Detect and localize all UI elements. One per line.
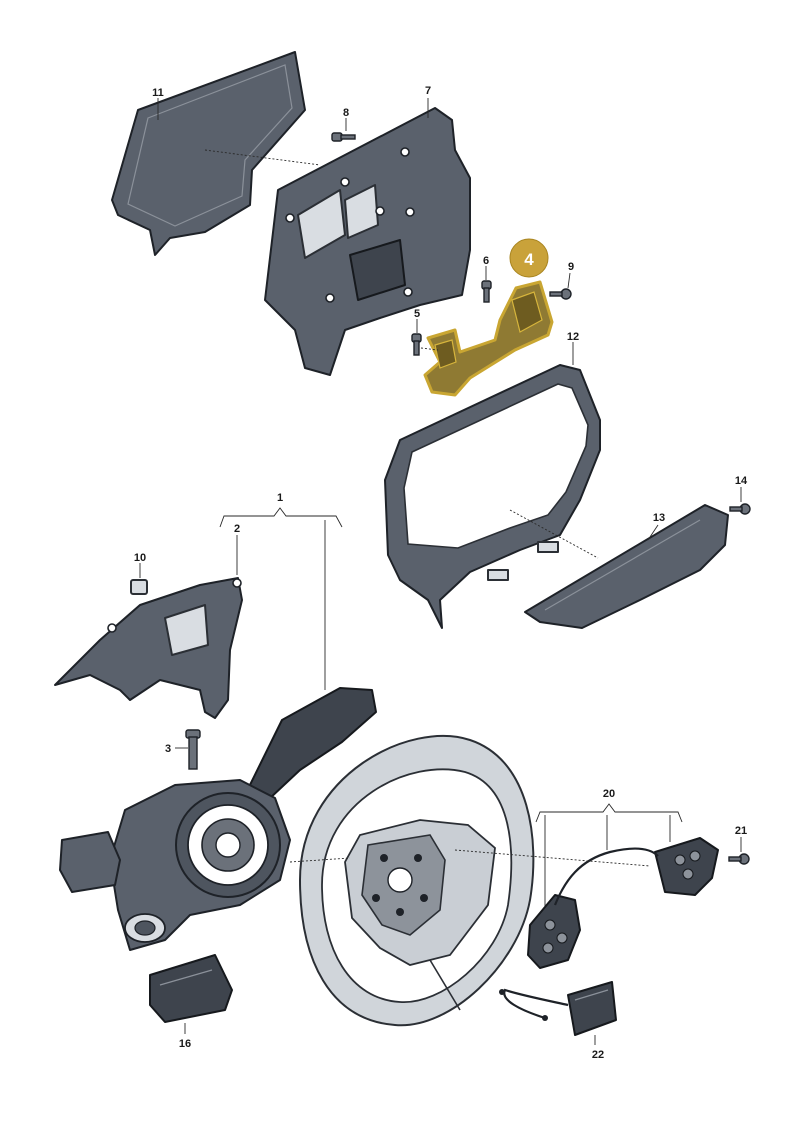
callout-6: 6 — [483, 255, 489, 267]
callout-14: 14 — [735, 475, 748, 487]
part-1-column-switch-assembly[interactable] — [59, 687, 377, 951]
callout-4-badge — [509, 238, 549, 278]
part-5-screw[interactable] — [411, 333, 422, 356]
callout-9: 9 — [568, 261, 574, 273]
part-13-lower-trim[interactable] — [524, 504, 729, 629]
part-12-surround-frame[interactable] — [384, 364, 601, 629]
part-8-screw[interactable] — [331, 132, 356, 142]
part-6-screw[interactable] — [481, 280, 492, 303]
part-2-column-bracket[interactable] — [54, 577, 243, 719]
part-21-screw[interactable] — [728, 853, 750, 865]
part-11-trim-panel[interactable] — [111, 51, 306, 256]
steering-wheel[interactable] — [298, 735, 535, 1027]
part-7-mounting-frame[interactable] — [264, 107, 471, 376]
callout-20: 20 — [603, 788, 615, 800]
callout-8: 8 — [343, 107, 349, 119]
callout-11: 11 — [152, 87, 164, 99]
callout-22: 22 — [592, 1049, 604, 1061]
part-16-control-unit[interactable] — [149, 954, 233, 1023]
part-22-paddle-switch[interactable] — [499, 981, 617, 1036]
part-4-bracket-highlighted[interactable] — [423, 280, 554, 397]
callout-16: 16 — [179, 1038, 191, 1050]
callout-3: 3 — [165, 743, 171, 755]
part-10-clip[interactable] — [130, 579, 148, 595]
part-20-button-module-right[interactable] — [654, 837, 719, 896]
callout-5: 5 — [414, 308, 420, 320]
part-14-screw[interactable] — [729, 503, 751, 515]
callout-13: 13 — [653, 512, 665, 524]
callout-12: 12 — [567, 331, 579, 343]
part-20-button-module-left[interactable] — [527, 894, 581, 969]
callout-21: 21 — [735, 825, 747, 837]
callout-4: 4 — [524, 250, 534, 269]
part-9-screw[interactable] — [549, 288, 572, 300]
callout-2: 2 — [234, 523, 240, 535]
callout-7: 7 — [425, 85, 431, 97]
part-20-wiring — [553, 847, 659, 906]
callout-1: 1 — [277, 492, 283, 504]
part-3-bolt[interactable] — [185, 729, 201, 770]
callout-10: 10 — [134, 552, 146, 564]
